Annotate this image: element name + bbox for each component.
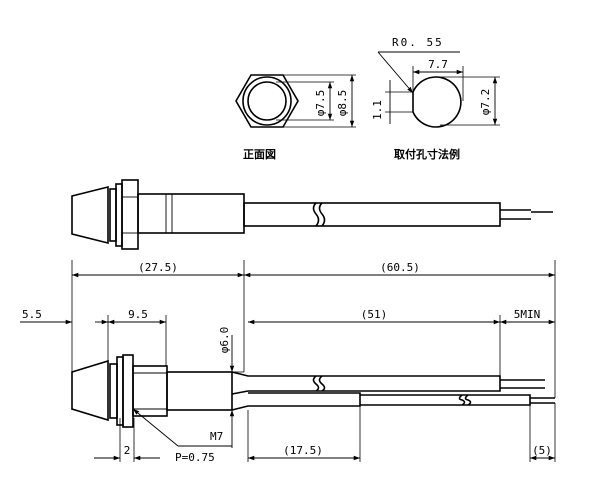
front-view-outer-dim-label: φ8.5 bbox=[336, 90, 349, 117]
upper-lead-sleeve bbox=[243, 202, 501, 227]
lower-tube bbox=[166, 371, 233, 411]
cutout-radius-leader bbox=[377, 51, 414, 94]
cutout-shape bbox=[412, 76, 462, 128]
cutout-flat-dim-label: 1.1 bbox=[371, 100, 384, 120]
cutout-height-dim-label: φ7.2 bbox=[479, 89, 492, 116]
front-view: φ7.5 φ8.5 正面図 bbox=[235, 74, 356, 161]
lower-lead-sleeve bbox=[231, 371, 501, 395]
lower-lens-cap bbox=[71, 359, 109, 422]
upper-body-tube bbox=[137, 193, 245, 234]
dim-body-length-label: (27.5) bbox=[138, 261, 178, 274]
lower-thread-body bbox=[132, 365, 168, 417]
dim-pitch-label: P=0.75 bbox=[175, 451, 215, 464]
cutout-view: 7.7 φ7.2 R0. 55 1.1 取付孔寸法例 bbox=[371, 36, 500, 161]
front-view-outer-ring bbox=[242, 76, 292, 126]
cutout-radius-label: R0. 55 bbox=[392, 36, 444, 49]
dim-bezel-label: 9.5 bbox=[128, 308, 148, 321]
dim-min-strip-label: 5MIN bbox=[514, 308, 541, 321]
side-view-lower bbox=[71, 354, 555, 428]
upper-nut bbox=[109, 188, 117, 242]
lower-nut bbox=[109, 363, 118, 419]
lower-second-lead bbox=[360, 394, 531, 406]
side-view-upper bbox=[71, 179, 553, 250]
front-view-hexagon bbox=[235, 74, 299, 128]
front-view-inner-ring bbox=[247, 81, 287, 121]
front-view-caption: 正面図 bbox=[243, 147, 276, 161]
front-view-inner-dim-label: φ7.5 bbox=[314, 90, 327, 117]
dim-tip-label: (5) bbox=[532, 444, 552, 457]
dim-tube-label: φ6.0 bbox=[218, 327, 231, 354]
dim-flange-label: 5.5 bbox=[22, 308, 42, 321]
dim-thread-label: M7 bbox=[210, 430, 223, 443]
dim-nut-label: 2 bbox=[124, 444, 131, 457]
dim-thread-leader bbox=[132, 408, 179, 447]
dim-offset-label: (17.5) bbox=[283, 444, 323, 457]
dim-sleeve-label: (51) bbox=[361, 308, 388, 321]
upper-lens-cap bbox=[71, 185, 109, 245]
dimensions: (27.5) (60.5) 5.5 9.5 φ6.0 (51) 5MIN M7 … bbox=[20, 260, 556, 464]
cutout-width-dim-label: 7.7 bbox=[428, 58, 448, 71]
dim-lead-length-label: (60.5) bbox=[380, 261, 420, 274]
cutout-caption: 取付孔寸法例 bbox=[394, 147, 460, 161]
